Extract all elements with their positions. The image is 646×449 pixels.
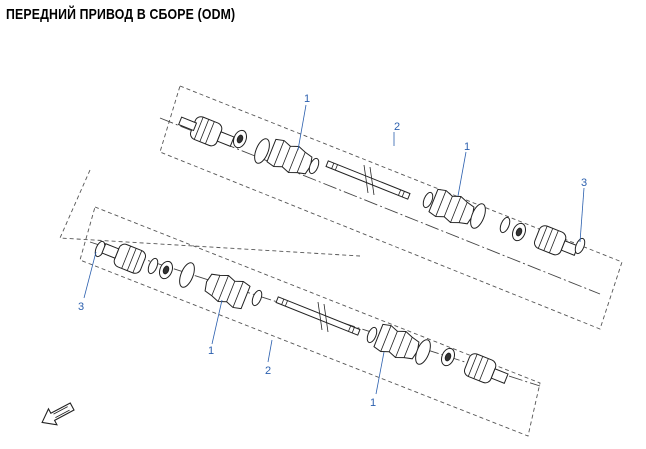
top-break-mark: [363, 164, 375, 196]
bottom-shaft: [275, 296, 361, 336]
top-left-housing: [178, 114, 238, 154]
bottom-frame: [79, 206, 541, 437]
top-left-gear: [230, 127, 250, 151]
bottom-outer-dash: [59, 169, 361, 257]
bottom-left-small-ring: [145, 256, 161, 276]
direction-arrow-icon: [41, 402, 75, 426]
callout-bottom-shaft: 2: [265, 365, 271, 377]
bottom-right-gear: [438, 345, 458, 369]
top-right-gear: [509, 220, 529, 244]
callout-top-clip-right: 3: [581, 177, 587, 189]
top-axis-line: [159, 117, 601, 295]
bottom-right-housing: [462, 351, 512, 391]
callout-top-boot-right: 1: [464, 141, 470, 153]
top-shaft: [325, 160, 411, 200]
callout-bottom-boot-right: 1: [370, 397, 376, 409]
bottom-left-gear: [156, 258, 176, 282]
bottom-left-boot: [200, 268, 252, 311]
callout-top-shaft: 2: [394, 121, 400, 133]
callout-bottom-boot-left: 1: [208, 345, 214, 357]
callout-top-boot-left: 1: [304, 93, 310, 105]
bottom-break-mark: [317, 301, 329, 333]
top-right-small-ring: [497, 215, 513, 235]
top-left-boot: [265, 137, 317, 180]
top-frame: [159, 85, 623, 330]
page-title: ПЕРЕДНИЙ ПРИВОД В СБОРЕ (ODM): [6, 6, 236, 23]
top-assembly: 1 2 1 3: [159, 85, 623, 330]
bottom-assembly: 3 1 2 1: [59, 169, 541, 437]
callout-bottom-clip-left: 3: [78, 301, 84, 313]
bottom-left-clamp: [249, 288, 265, 308]
bottom-left-ring: [176, 260, 198, 290]
